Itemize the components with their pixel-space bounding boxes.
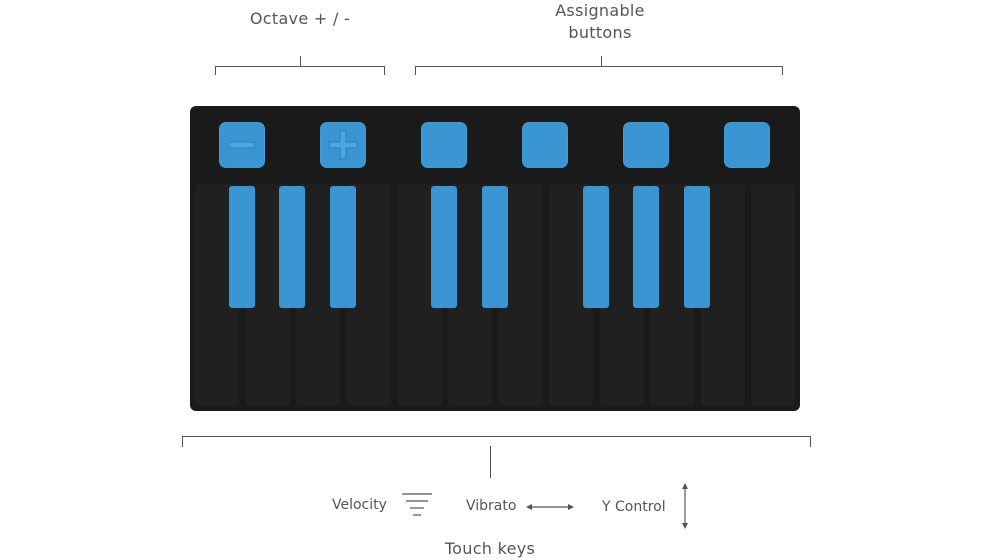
black-key-2[interactable] — [279, 186, 305, 308]
black-key-4[interactable] — [431, 186, 457, 308]
plus-icon — [320, 122, 366, 168]
black-key-8[interactable] — [684, 186, 710, 308]
black-key-5[interactable] — [482, 186, 508, 308]
octave-down-pad[interactable] — [219, 122, 265, 168]
velocity-icon — [402, 493, 432, 516]
assignable-bracket — [415, 66, 783, 75]
black-key-1[interactable] — [229, 186, 255, 308]
octave-label: Octave + / - — [249, 9, 351, 28]
octave-bracket-stem — [300, 56, 301, 66]
assignable-bracket-stem — [601, 56, 602, 66]
assignable-pad-2[interactable] — [522, 122, 568, 168]
touch-keys-label: Touch keys — [444, 539, 536, 558]
black-key-3[interactable] — [330, 186, 356, 308]
minus-icon — [219, 122, 265, 168]
black-key-6[interactable] — [583, 186, 609, 308]
assignable-pad-1[interactable] — [421, 122, 467, 168]
black-key-7[interactable] — [633, 186, 659, 308]
assignable-pad-4[interactable] — [724, 122, 770, 168]
y-control-label: Y Control — [602, 499, 666, 515]
controller-device — [190, 106, 800, 411]
assignable-buttons-label: Assignable buttons — [555, 1, 645, 42]
octave-up-pad[interactable] — [320, 122, 366, 168]
horizontal-double-arrow-icon — [526, 504, 574, 510]
assignable-pad-3[interactable] — [623, 122, 669, 168]
white-key-12[interactable] — [751, 184, 795, 406]
vibrato-label: Vibrato — [466, 498, 517, 514]
touch-keys-bracket-stem — [490, 446, 491, 478]
touch-keys-bracket — [182, 436, 811, 447]
vertical-double-arrow-icon — [682, 483, 688, 529]
velocity-label: Velocity — [332, 497, 387, 513]
octave-bracket — [215, 66, 385, 75]
